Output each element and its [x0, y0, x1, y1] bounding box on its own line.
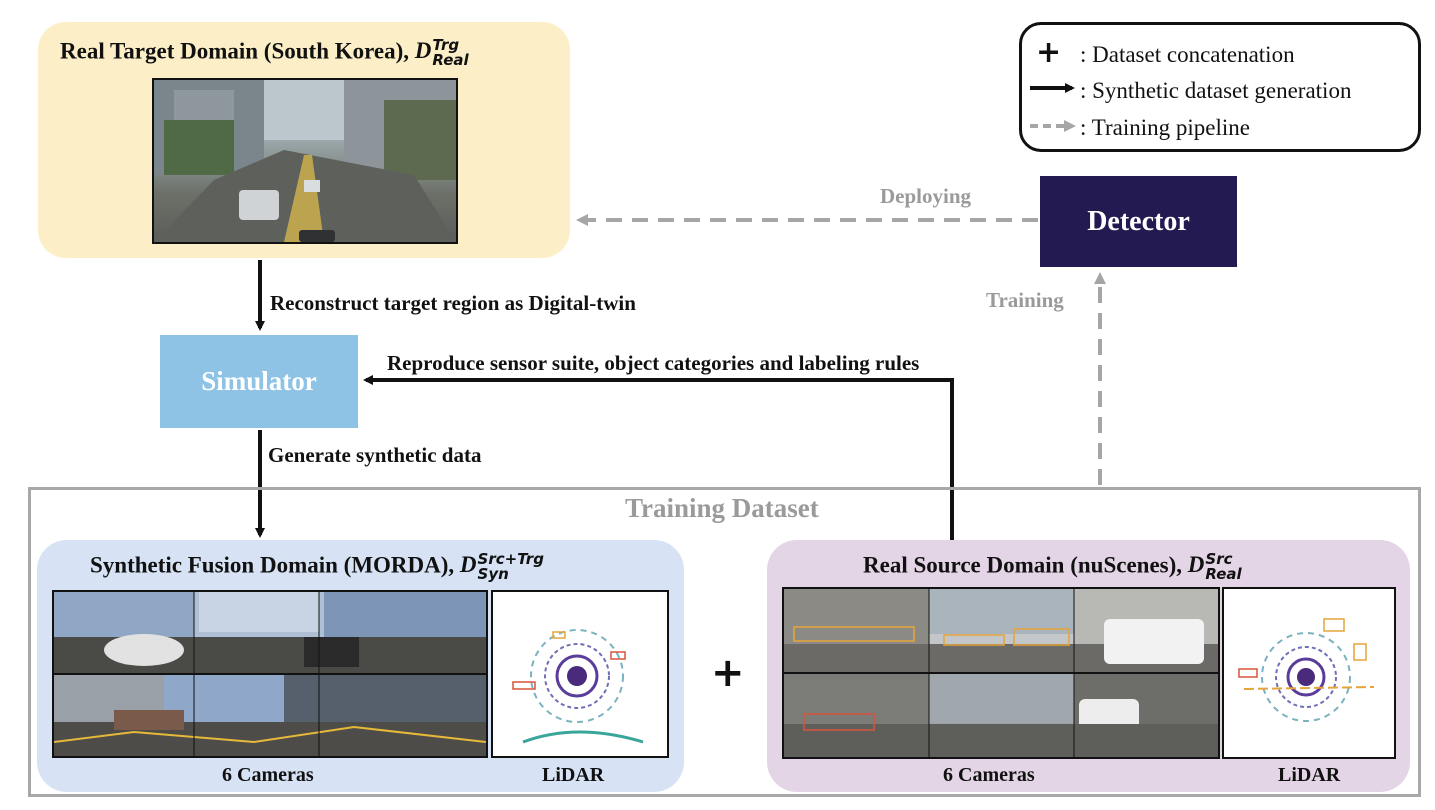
target-domain-title-text: Real Target Domain (South Korea), — [60, 38, 415, 64]
reproduce-label: Reproduce sensor suite, object categorie… — [387, 351, 920, 375]
source-symbol: D — [1187, 552, 1205, 578]
synthetic-symbol-sub: Syn — [477, 565, 509, 583]
reconstruct-label: Reconstruct target region as Digital-twi… — [270, 291, 636, 315]
source-cameras-caption: 6 Cameras — [943, 764, 1035, 786]
synthetic-camera-images — [52, 590, 488, 758]
training-dataset-box — [28, 487, 1421, 797]
legend-concat-label: : Dataset concatenation — [1080, 42, 1295, 67]
detector-node: Detector — [1040, 176, 1237, 267]
source-camera-images — [782, 587, 1220, 759]
training-dataset-title: Training Dataset — [625, 493, 819, 523]
source-domain-title-text: Real Source Domain (nuScenes), — [863, 552, 1188, 578]
synthetic-domain-title-text: Synthetic Fusion Domain (MORDA), — [90, 552, 460, 578]
legend-synthetic-label: : Synthetic dataset generation — [1080, 78, 1352, 103]
source-lidar-image — [1222, 587, 1396, 759]
legend-box: + : Dataset concatenation : Synthetic da… — [1019, 22, 1421, 152]
target-street-image — [152, 78, 458, 244]
synthetic-symbol-sup: Src+Trg — [477, 550, 544, 568]
target-symbol: D — [414, 38, 432, 64]
synthetic-lidar-caption: LiDAR — [542, 764, 605, 786]
deploying-label: Deploying — [880, 184, 972, 208]
concat-plus-icon: + — [711, 650, 745, 696]
training-label: Training — [986, 288, 1064, 312]
source-symbol-sup: Src — [1205, 550, 1233, 568]
generate-label: Generate synthetic data — [268, 443, 482, 467]
reproduce-arrow — [363, 375, 954, 540]
source-lidar-caption: LiDAR — [1278, 764, 1341, 786]
synthetic-cameras-caption: 6 Cameras — [222, 764, 314, 786]
source-symbol-sub: Real — [1205, 565, 1242, 583]
synthetic-lidar-image — [491, 590, 669, 758]
legend-plus-icon: + — [1036, 35, 1062, 70]
target-symbol-sub: Real — [432, 51, 469, 69]
target-symbol-sup: Trg — [432, 36, 460, 54]
synthetic-symbol: D — [459, 552, 477, 578]
legend-training-label: : Training pipeline — [1080, 115, 1250, 140]
simulator-node: Simulator — [160, 335, 358, 428]
